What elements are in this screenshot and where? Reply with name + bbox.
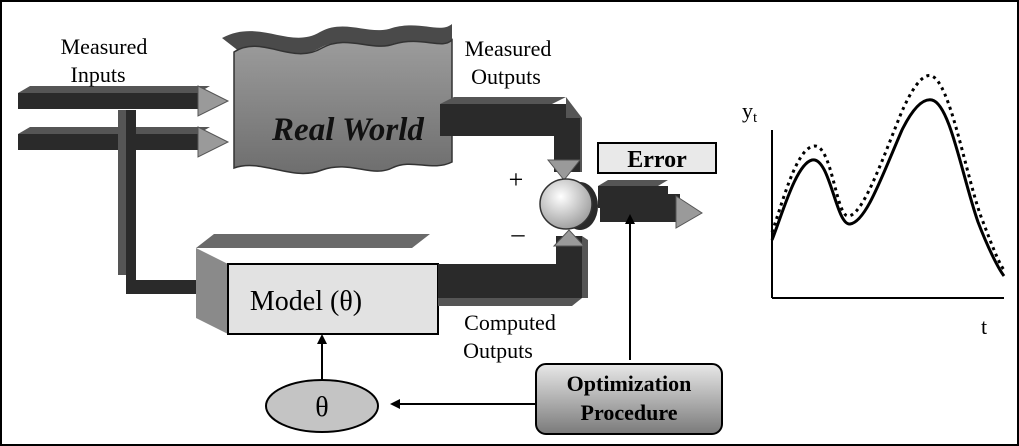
optimization-box: Optimization Procedure (535, 363, 723, 435)
summing-junction (539, 178, 598, 230)
computed-outputs-label-line1: Computed (464, 310, 556, 335)
optimization-label-line1: Optimization (567, 371, 692, 396)
error-output-arrow (598, 180, 703, 229)
input-arrow-lower (18, 126, 230, 158)
measured-inputs-label-line2: Inputs (71, 62, 126, 87)
plot-y-label: yt (742, 98, 758, 126)
computed-output-curve (770, 98, 1006, 277)
minus-sign: – (511, 219, 526, 248)
model-label: Model (θ) (250, 286, 362, 317)
theta-label: θ (315, 392, 328, 423)
measured-output-pipe (440, 97, 582, 181)
optimization-label-line2: Procedure (581, 400, 678, 425)
theta-node: θ (265, 379, 379, 433)
real-world-label: Real World (271, 112, 424, 148)
plot-x-label: t (981, 314, 987, 339)
measured-outputs-label-line1: Measured (465, 36, 552, 61)
measured-output-curve (770, 74, 1006, 271)
measured-inputs-label-line1: Measured (61, 34, 148, 59)
computed-output-pipe (438, 229, 588, 306)
computed-outputs-label-line2: Outputs (463, 338, 533, 363)
real-world-block: Real World (222, 24, 453, 175)
input-arrow-upper (18, 85, 230, 117)
plus-sign: + (509, 165, 524, 194)
measured-outputs-label-line2: Outputs (471, 64, 541, 89)
error-label: Error (627, 147, 687, 173)
output-comparison-plot: yt t (742, 74, 1006, 339)
error-box: Error (597, 142, 717, 174)
